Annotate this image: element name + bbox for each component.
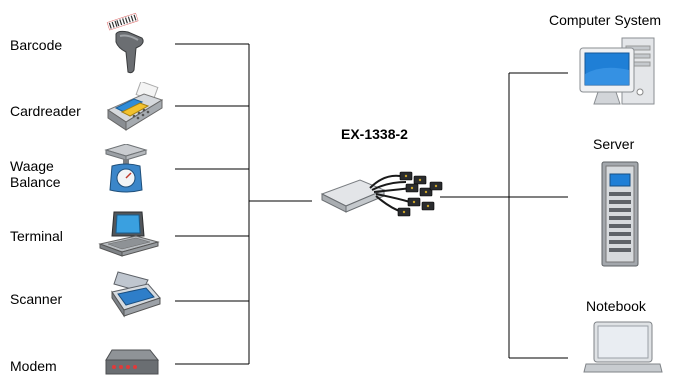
scale-icon [104,144,148,193]
flatbed-scanner-icon [111,271,161,318]
label-modem: Modem [10,358,57,374]
hub-label: EX-1338-2 [341,126,408,142]
serial-hub-icon [320,171,443,217]
label-scale: Waage Balance [10,158,61,190]
terminal-icon [98,211,160,257]
card-reader-icon [106,82,164,131]
label-computer-system: Computer System [549,12,662,28]
label-server: Server [593,136,635,152]
label-cardreader: Cardreader [10,103,81,119]
label-scale-line1: Waage [10,158,54,174]
label-terminal: Terminal [10,228,63,244]
server-rack-icon [601,161,639,267]
label-notebook: Notebook [586,298,646,314]
desktop-computer-icon [579,37,655,105]
modem-icon [105,349,160,375]
barcode-scanner-icon [106,12,144,74]
label-barcode: Barcode [10,37,63,53]
label-scale-line2: Balance [10,174,61,190]
laptop-icon [583,321,663,373]
label-scanner: Scanner [10,291,63,307]
